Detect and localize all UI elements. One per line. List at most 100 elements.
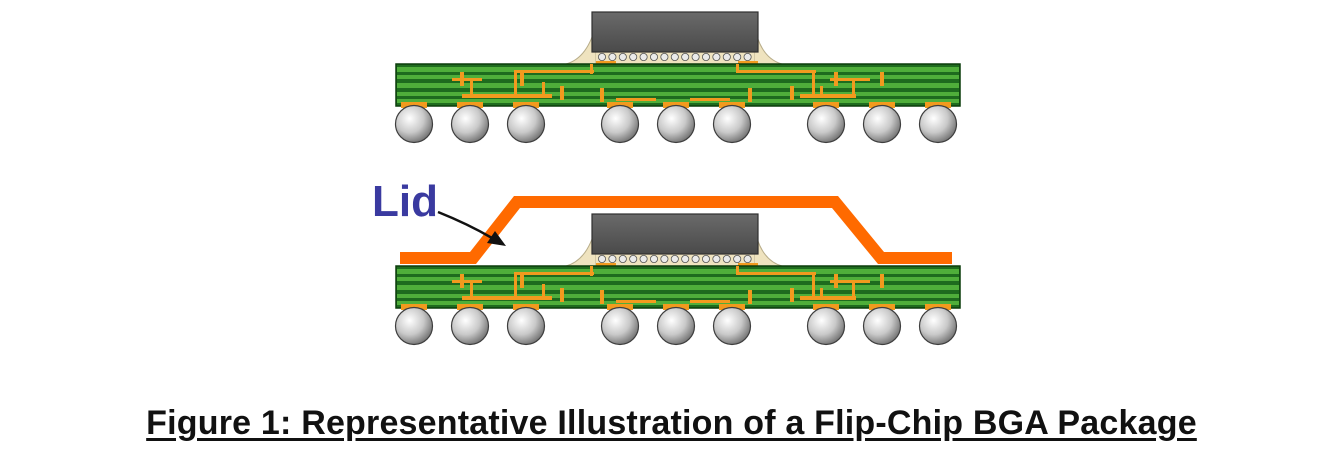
micro-bump	[639, 53, 648, 62]
trace	[852, 280, 855, 298]
trace	[542, 82, 545, 96]
trace	[590, 64, 593, 74]
lid-arrow	[437, 210, 493, 240]
trace	[508, 296, 552, 300]
solder-ball	[712, 306, 752, 346]
trace	[736, 272, 816, 275]
trace	[452, 78, 482, 81]
trace	[514, 272, 594, 275]
solder-ball	[656, 306, 696, 346]
substrate-layer	[397, 301, 959, 305]
trace	[470, 78, 473, 96]
trace	[800, 94, 856, 98]
die	[591, 11, 759, 53]
substrate-layer	[397, 277, 959, 281]
micro-bump	[639, 254, 648, 263]
trace	[542, 284, 545, 298]
lid-callout: Lid	[372, 177, 506, 246]
trace	[508, 94, 552, 98]
solder-ball	[806, 306, 846, 346]
trace	[616, 98, 656, 101]
solder-ball	[862, 104, 902, 144]
micro-bump	[670, 53, 679, 62]
figure-caption: Figure 1: Representative Illustration of…	[146, 404, 1197, 442]
substrate-layer	[397, 92, 959, 96]
via	[560, 288, 564, 302]
micro-bump	[660, 254, 669, 263]
solder-ball	[394, 104, 434, 144]
trace	[820, 86, 823, 96]
micro-bump	[670, 254, 679, 263]
lid-arrowhead	[487, 231, 506, 246]
bga-package-bare	[394, 11, 961, 144]
solder-ball	[656, 104, 696, 144]
via	[834, 274, 838, 288]
die-pad	[738, 263, 758, 267]
trace	[590, 266, 593, 276]
trace	[514, 70, 594, 73]
via	[460, 274, 464, 288]
solder-ball	[600, 306, 640, 346]
via	[880, 274, 884, 288]
micro-bump	[722, 53, 731, 62]
trace	[514, 272, 517, 296]
micro-bump	[743, 53, 752, 62]
trace	[736, 70, 816, 73]
micro-bump	[629, 53, 638, 62]
solder-ball	[450, 104, 490, 144]
solder-ball	[918, 306, 958, 346]
micro-bump	[598, 254, 607, 263]
substrate-layer	[397, 83, 959, 88]
micro-bump	[650, 53, 659, 62]
substrate-layer	[397, 294, 959, 298]
trace	[736, 64, 739, 72]
trace	[830, 78, 870, 81]
solder-ball	[506, 306, 546, 346]
lid	[400, 196, 952, 264]
trace	[470, 280, 473, 298]
trace	[462, 296, 522, 300]
via	[790, 86, 794, 100]
trace	[736, 266, 739, 274]
solder-ball	[862, 306, 902, 346]
micro-bump	[608, 53, 617, 62]
via	[520, 72, 524, 86]
trace	[800, 296, 856, 300]
solder-ball	[506, 104, 546, 144]
trace	[452, 280, 482, 283]
micro-bump	[702, 53, 711, 62]
micro-bump	[681, 254, 690, 263]
lid-label: Lid	[372, 177, 438, 226]
micro-bump	[629, 254, 638, 263]
trace	[852, 78, 855, 96]
trace	[812, 70, 815, 94]
solder-ball	[712, 104, 752, 144]
substrate-layer	[397, 269, 959, 274]
substrate-layer	[397, 285, 959, 290]
via	[600, 88, 604, 102]
die	[591, 213, 759, 255]
via	[460, 72, 464, 86]
micro-bump	[681, 53, 690, 62]
substrate-layer	[397, 75, 959, 79]
micro-bump	[712, 254, 721, 263]
substrate-layer	[397, 99, 959, 103]
via	[834, 72, 838, 86]
die-pad	[596, 263, 616, 267]
die-pad	[596, 61, 616, 65]
trace	[690, 98, 730, 101]
micro-bump	[702, 254, 711, 263]
trace	[616, 300, 656, 303]
micro-bump	[712, 53, 721, 62]
trace	[820, 288, 823, 298]
bga-package-lidded	[394, 196, 961, 346]
micro-bump	[618, 53, 627, 62]
micro-bump	[618, 254, 627, 263]
micro-bump	[733, 53, 742, 62]
via	[600, 290, 604, 304]
solder-ball	[806, 104, 846, 144]
via	[790, 288, 794, 302]
trace	[514, 70, 517, 94]
via	[748, 290, 752, 304]
